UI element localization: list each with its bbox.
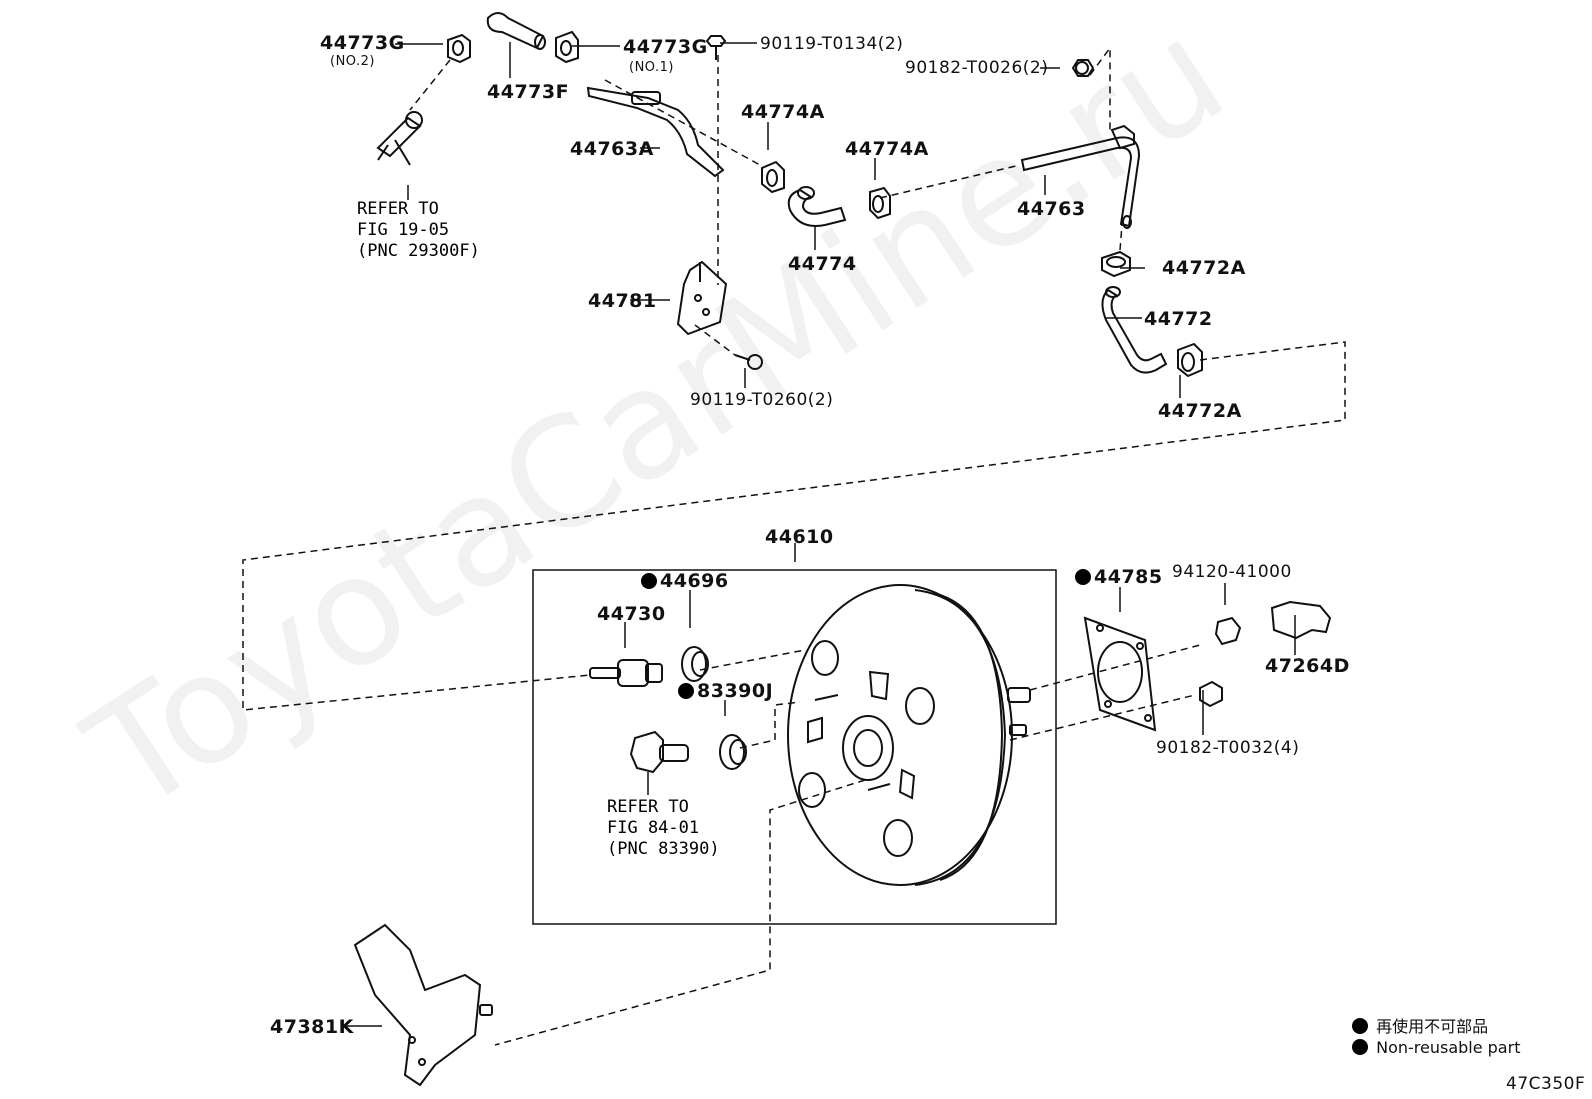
- label-no1: (NO.1): [629, 60, 674, 75]
- label-94120-41000: 94120-41000: [1172, 562, 1292, 582]
- label-44774A-2: 44774A: [845, 138, 929, 160]
- label-44785: 44785: [1094, 566, 1163, 588]
- clip-44772A-1-shape: [1101, 250, 1131, 278]
- legend-dot-icon: [1352, 1018, 1368, 1034]
- legend-dot-icon: [1352, 1039, 1368, 1055]
- bracket-47381K-shape: [353, 923, 493, 1087]
- non-reusable-dot-icon: [1075, 569, 1091, 585]
- label-44730: 44730: [597, 603, 666, 625]
- label-44781: 44781: [588, 290, 657, 312]
- leader-lines: [343, 42, 1296, 1027]
- valve-29300F-shape: [376, 111, 423, 166]
- refer-note-fig-19-05: REFER TO FIG 19-05 (PNC 29300F): [357, 199, 480, 261]
- grommet-83390J-shape: [719, 734, 747, 770]
- label-44772A-1: 44772A: [1162, 257, 1246, 279]
- label-90119-T0260: 90119-T0260(2): [690, 390, 834, 410]
- nut-90182-T0026-shape: [1071, 59, 1095, 77]
- label-90119-T0134: 90119-T0134(2): [760, 34, 904, 54]
- label-83390J-nonreusable: 83390J: [678, 680, 773, 702]
- legend-row-japanese: 再使用不可部品: [1352, 1013, 1488, 1037]
- bolt-90119-T0134-shape: [705, 35, 727, 60]
- pipe-44763A-shape: [586, 86, 725, 178]
- non-reusable-dot-icon: [641, 573, 657, 589]
- label-no2: (NO.2): [330, 54, 375, 69]
- pipe-44763-shape: [1020, 124, 1141, 229]
- label-47264D: 47264D: [1265, 655, 1350, 677]
- clip-44773G-no1-shape: [555, 30, 579, 64]
- brake-booster-44610-shape: [787, 584, 1031, 886]
- label-44763A: 44763A: [570, 138, 654, 160]
- clip-44774A-1-shape: [761, 160, 785, 194]
- bolt-90119-T0260-shape: [734, 354, 763, 370]
- label-44610: 44610: [765, 526, 834, 548]
- label-44763: 44763: [1017, 198, 1086, 220]
- label-90182-T0032: 90182-T0032(4): [1156, 738, 1300, 758]
- dashed-lines: [242, 45, 1346, 1046]
- label-44696: 44696: [660, 570, 729, 592]
- non-reusable-dot-icon: [678, 683, 694, 699]
- clip-44772A-2-shape: [1177, 342, 1203, 378]
- clip-44773G-no2-shape: [447, 33, 471, 64]
- bracket-47264D-shape: [1270, 600, 1332, 640]
- grommet-44696-shape: [681, 646, 709, 682]
- nut-90182-T0032-shape: [1199, 680, 1223, 708]
- figure-code: 47C350F: [1506, 1074, 1586, 1094]
- clip-44774A-2-shape: [869, 186, 891, 220]
- label-90182-T0026: 90182-T0026(2): [905, 58, 1049, 78]
- assembly-box-44610: [532, 569, 1057, 925]
- refer-note-fig-84-01: REFER TO FIG 84-01 (PNC 83390): [607, 797, 720, 859]
- label-44772: 44772: [1144, 308, 1213, 330]
- legend-english: Non-reusable part: [1376, 1038, 1521, 1057]
- hose-44773F-shape: [486, 12, 546, 50]
- label-44774A-1: 44774A: [741, 101, 825, 123]
- bracket-44781-shape: [676, 260, 728, 336]
- hose-44772-shape: [1101, 286, 1168, 374]
- legend-japanese: 再使用不可部品: [1376, 1017, 1489, 1036]
- label-47381K: 47381K: [270, 1016, 354, 1038]
- check-valve-44730-shape: [589, 659, 663, 687]
- nut-94120-41000-shape: [1214, 616, 1242, 646]
- label-44696-nonreusable: 44696: [641, 570, 729, 592]
- sensor-83390-shape: [629, 730, 689, 774]
- label-44773F: 44773F: [487, 81, 570, 103]
- hose-44774-shape: [787, 186, 847, 227]
- legend-row-english: Non-reusable part: [1352, 1038, 1520, 1057]
- label-83390J: 83390J: [697, 680, 774, 702]
- label-44773G-no2: 44773G: [320, 32, 405, 54]
- label-44774: 44774: [788, 253, 857, 275]
- label-44772A-2: 44772A: [1158, 400, 1242, 422]
- label-44773G-no1: 44773G: [623, 36, 708, 58]
- gasket-44785-shape: [1083, 616, 1157, 732]
- label-44785-nonreusable: 44785: [1075, 566, 1163, 588]
